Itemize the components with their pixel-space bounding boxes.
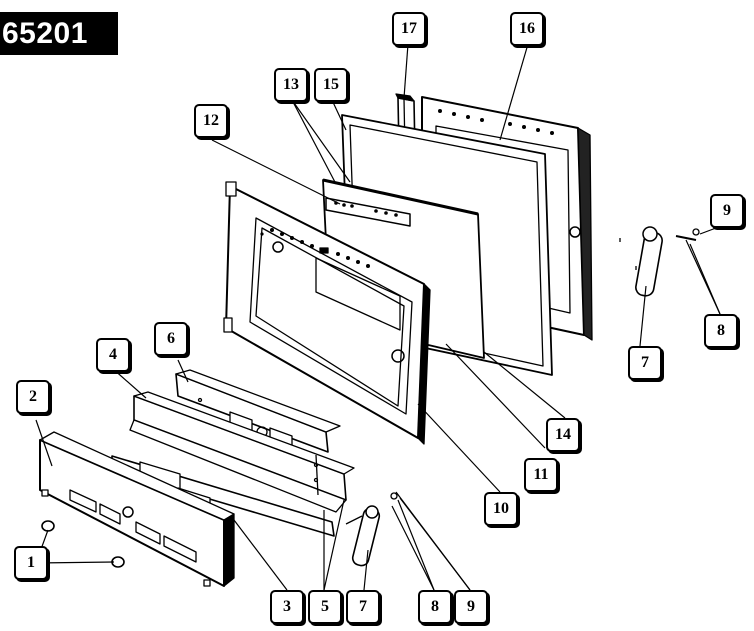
model-number-tag: 65201: [0, 12, 118, 55]
callout-9-upper: 9: [710, 194, 744, 228]
callout-7-lower: 7: [346, 590, 380, 624]
callout-6: 6: [154, 322, 188, 356]
callout-9-lower: 9: [454, 590, 488, 624]
callout-14: 14: [546, 418, 580, 452]
callout-1: 1: [14, 546, 48, 580]
callout-12: 12: [194, 104, 228, 138]
callout-8-upper: 8: [704, 314, 738, 348]
callout-5: 5: [308, 590, 342, 624]
callout-17: 17: [392, 12, 426, 46]
part-2-control-panel: [39, 431, 235, 587]
part-6-trim-plate: [175, 369, 341, 453]
part-7-lower-hinge: [345, 492, 398, 567]
callout-3: 3: [270, 590, 304, 624]
callout-8-lower: 8: [418, 590, 452, 624]
part-7-upper-hinge: [619, 226, 663, 297]
callout-11: 11: [524, 458, 558, 492]
part-8-9-upper-pins: [675, 228, 700, 241]
callout-15: 15: [314, 68, 348, 102]
part-12-control-strip: [325, 197, 411, 227]
callout-4: 4: [96, 338, 130, 372]
callout-2: 2: [16, 380, 50, 414]
part-4-channel: [129, 391, 355, 513]
callout-7-upper: 7: [628, 346, 662, 380]
callout-16: 16: [510, 12, 544, 46]
callout-13: 13: [274, 68, 308, 102]
callout-10: 10: [484, 492, 518, 526]
part-10-door-frame: [223, 181, 431, 445]
